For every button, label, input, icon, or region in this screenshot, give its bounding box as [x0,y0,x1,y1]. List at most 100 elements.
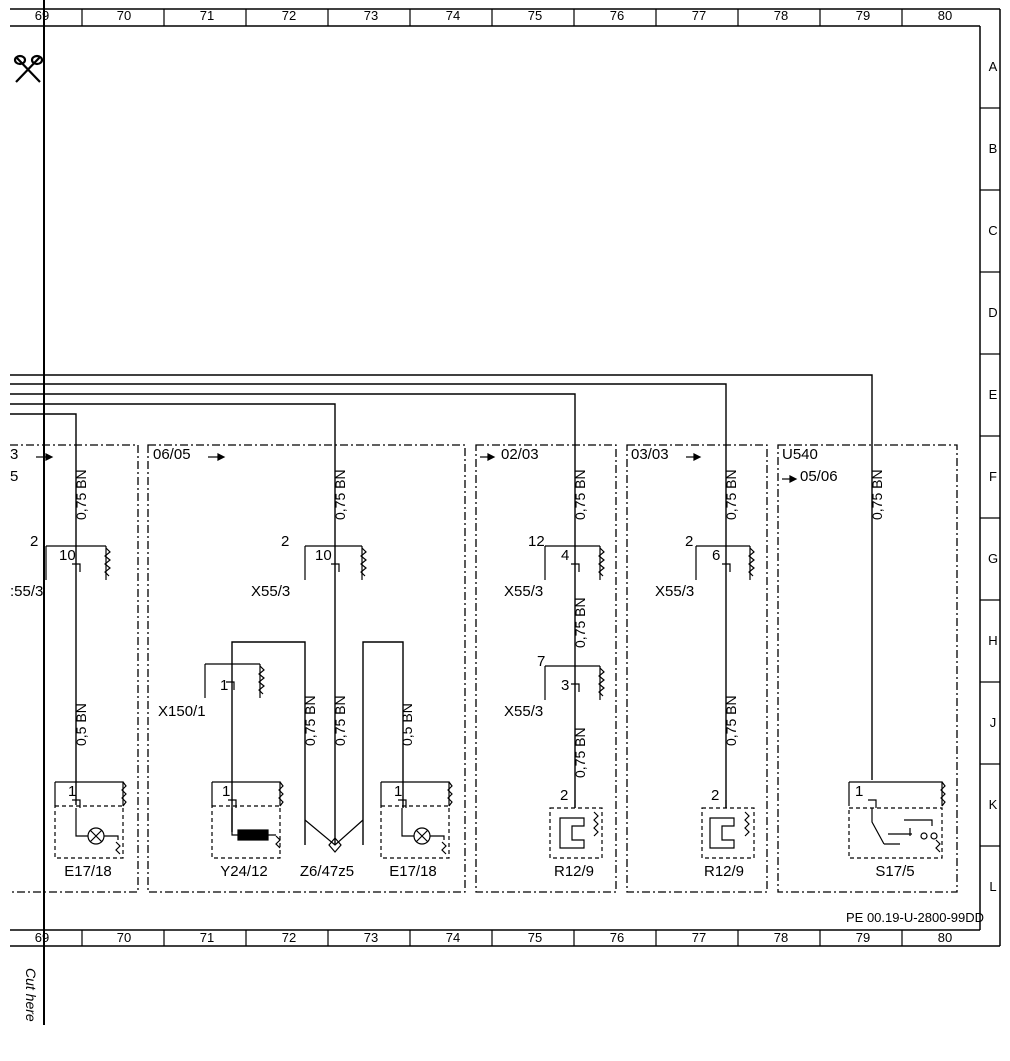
component-label: E17/18 [389,863,437,880]
component-label: S17/5 [875,863,914,880]
col-label: 69 [35,930,49,945]
bus-wires [10,374,873,845]
row-label: G [988,551,998,566]
wire-label: 0,75 BN [332,695,348,746]
connector-pin: 1 [220,677,228,694]
component-pin: 1 [222,783,230,800]
col-label: 72 [282,930,296,945]
wire-label: 0,75 BN [723,469,739,520]
wire-label: 0,75 BN [332,469,348,520]
component-label: R12/9 [704,863,744,880]
drawing-code: PE 00.19-U-2800-99DD [846,910,984,925]
arrow-icon [36,453,54,461]
connector-pin: 7 [537,653,545,670]
col-label: 70 [117,8,131,23]
component-label: R12/9 [554,863,594,880]
splice-icon [328,837,342,853]
section-4-ref: 03/03 [631,446,669,463]
section-1-ref-bottom: 5 [10,468,18,485]
component-label: Z6/47z5 [300,863,354,880]
row-label: D [988,305,997,320]
row-ticks [980,107,1000,847]
component-pin: 2 [560,787,568,804]
wire-label: 0,75 BN [302,695,318,746]
col-label: 73 [364,8,378,23]
arrow-icon [782,475,798,483]
col-label: 80 [938,930,952,945]
component-pin: 1 [855,783,863,800]
column-labels-top: 69 70 71 72 73 74 75 76 77 78 79 80 [35,8,952,23]
col-label: 78 [774,930,788,945]
col-label: 74 [446,8,460,23]
section-1-ref-top: 3 [10,446,18,463]
row-label: C [988,223,997,238]
arrow-icon [208,453,226,461]
col-label: 79 [856,8,870,23]
arrow-icon [480,453,496,461]
col-label: 71 [200,930,214,945]
resistor-r12-9-b [701,800,755,859]
lamp-e17-18-right [380,781,453,859]
connector-label: X55/3 [251,583,290,600]
wire-label: 0,5 BN [73,703,89,746]
component-label: Y24/12 [220,863,268,880]
column-ticks-top [81,9,903,26]
solenoid-coil-icon [237,829,269,841]
col-label: 76 [610,930,624,945]
connector-pin: 2 [281,533,289,550]
connector-pin: 2 [30,533,38,550]
scissors-icon [13,54,44,83]
heater-icon [709,817,735,849]
row-label: A [989,59,998,74]
component-label: E17/18 [64,863,112,880]
cut-here-label: Cut here [23,968,39,1022]
col-label: 77 [692,8,706,23]
row-label: H [988,633,997,648]
switch-contact-icon [871,808,900,845]
wire-labels: 0,75 BN 0,5 BN 0,75 BN 0,75 BN 0,75 BN 0… [73,469,885,778]
row-label: E [989,387,998,402]
resistor-r12-9-a [549,800,603,859]
row-label: B [989,141,998,156]
row-label: J [990,715,997,730]
splice-z6-47z5 [304,819,364,853]
wire-label: 0,75 BN [572,469,588,520]
wire-label: 0,75 BN [723,695,739,746]
row-label: K [989,797,998,812]
wire-label: 0,5 BN [399,703,415,746]
valve-y24-12 [211,781,284,859]
component-pins: 1 1 1 2 2 1 [68,783,863,804]
row-labels: A B C D E F G H J K L [988,59,998,894]
column-ticks-bottom [81,930,903,946]
component-labels: E17/18 Y24/12 Z6/47z5 E17/18 R12/9 R12/9… [64,863,914,880]
connector-pin: 6 [712,547,720,564]
col-label: 75 [528,930,542,945]
connector-labels: 2 10 :55/3 2 10 X55/3 12 4 X55/3 7 3 X55… [10,533,720,720]
col-label: 74 [446,930,460,945]
components [54,781,946,859]
connector-blocks [45,545,755,700]
heater-icon [559,817,585,849]
component-pin: 2 [711,787,719,804]
col-label: 75 [528,8,542,23]
lamp-e17-18-left [54,781,127,859]
connector-pin: 2 [685,533,693,550]
col-label: 71 [200,8,214,23]
section-3-ref: 02/03 [501,446,539,463]
wire-label: 0,75 BN [869,469,885,520]
section-5-ref: 05/06 [800,468,838,485]
connector-pin: 12 [528,533,545,550]
wire-label: 0,75 BN [572,597,588,648]
connector-label: :55/3 [10,583,43,600]
col-label: 69 [35,8,49,23]
connector-pin: 10 [59,547,76,564]
switch-s17-5 [848,781,946,859]
connector-label: X55/3 [655,583,694,600]
connector-label: X55/3 [504,703,543,720]
arrow-icon [686,453,702,461]
connector-pin: 3 [561,677,569,694]
component-pin: 1 [68,783,76,800]
column-labels-bottom: 69 70 71 72 73 74 75 76 77 78 79 80 [35,930,952,945]
